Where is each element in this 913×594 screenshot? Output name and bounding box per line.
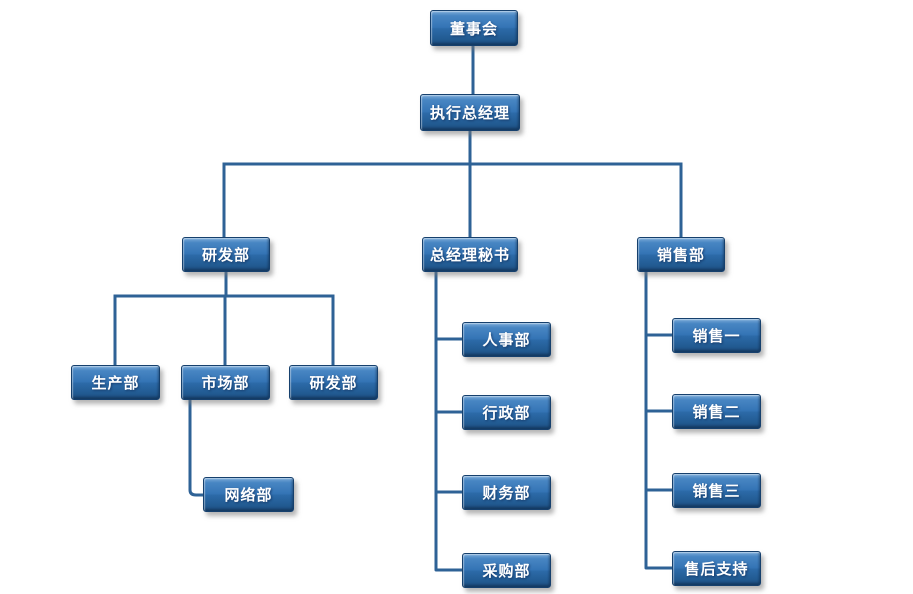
org-node-sales-1: 销售一 — [672, 318, 761, 353]
org-node-admin: 行政部 — [462, 395, 551, 430]
org-node-production: 生产部 — [71, 365, 160, 400]
connector-secretary-spine — [434, 270, 464, 572]
org-node-rd-dept: 研发部 — [182, 237, 270, 272]
org-node-purchasing: 采购部 — [462, 553, 551, 588]
org-node-hr: 人事部 — [462, 322, 551, 357]
connector-marketing-network — [188, 398, 205, 497]
org-node-sales-2: 销售二 — [672, 394, 761, 429]
org-node-after-sales: 售后支持 — [672, 551, 761, 586]
org-node-marketing: 市场部 — [181, 365, 270, 400]
org-node-ceo: 执行总经理 — [420, 94, 520, 131]
org-node-board: 董事会 — [430, 10, 518, 46]
org-node-sales-dept: 销售部 — [637, 237, 725, 272]
org-node-rd-dept-2: 研发部 — [289, 365, 378, 400]
connector-sales-spine — [644, 270, 674, 570]
org-node-gm-secretary: 总经理秘书 — [422, 237, 518, 272]
org-node-network: 网络部 — [203, 477, 294, 512]
org-node-sales-3: 销售三 — [672, 473, 761, 508]
org-node-finance: 财务部 — [462, 475, 551, 510]
